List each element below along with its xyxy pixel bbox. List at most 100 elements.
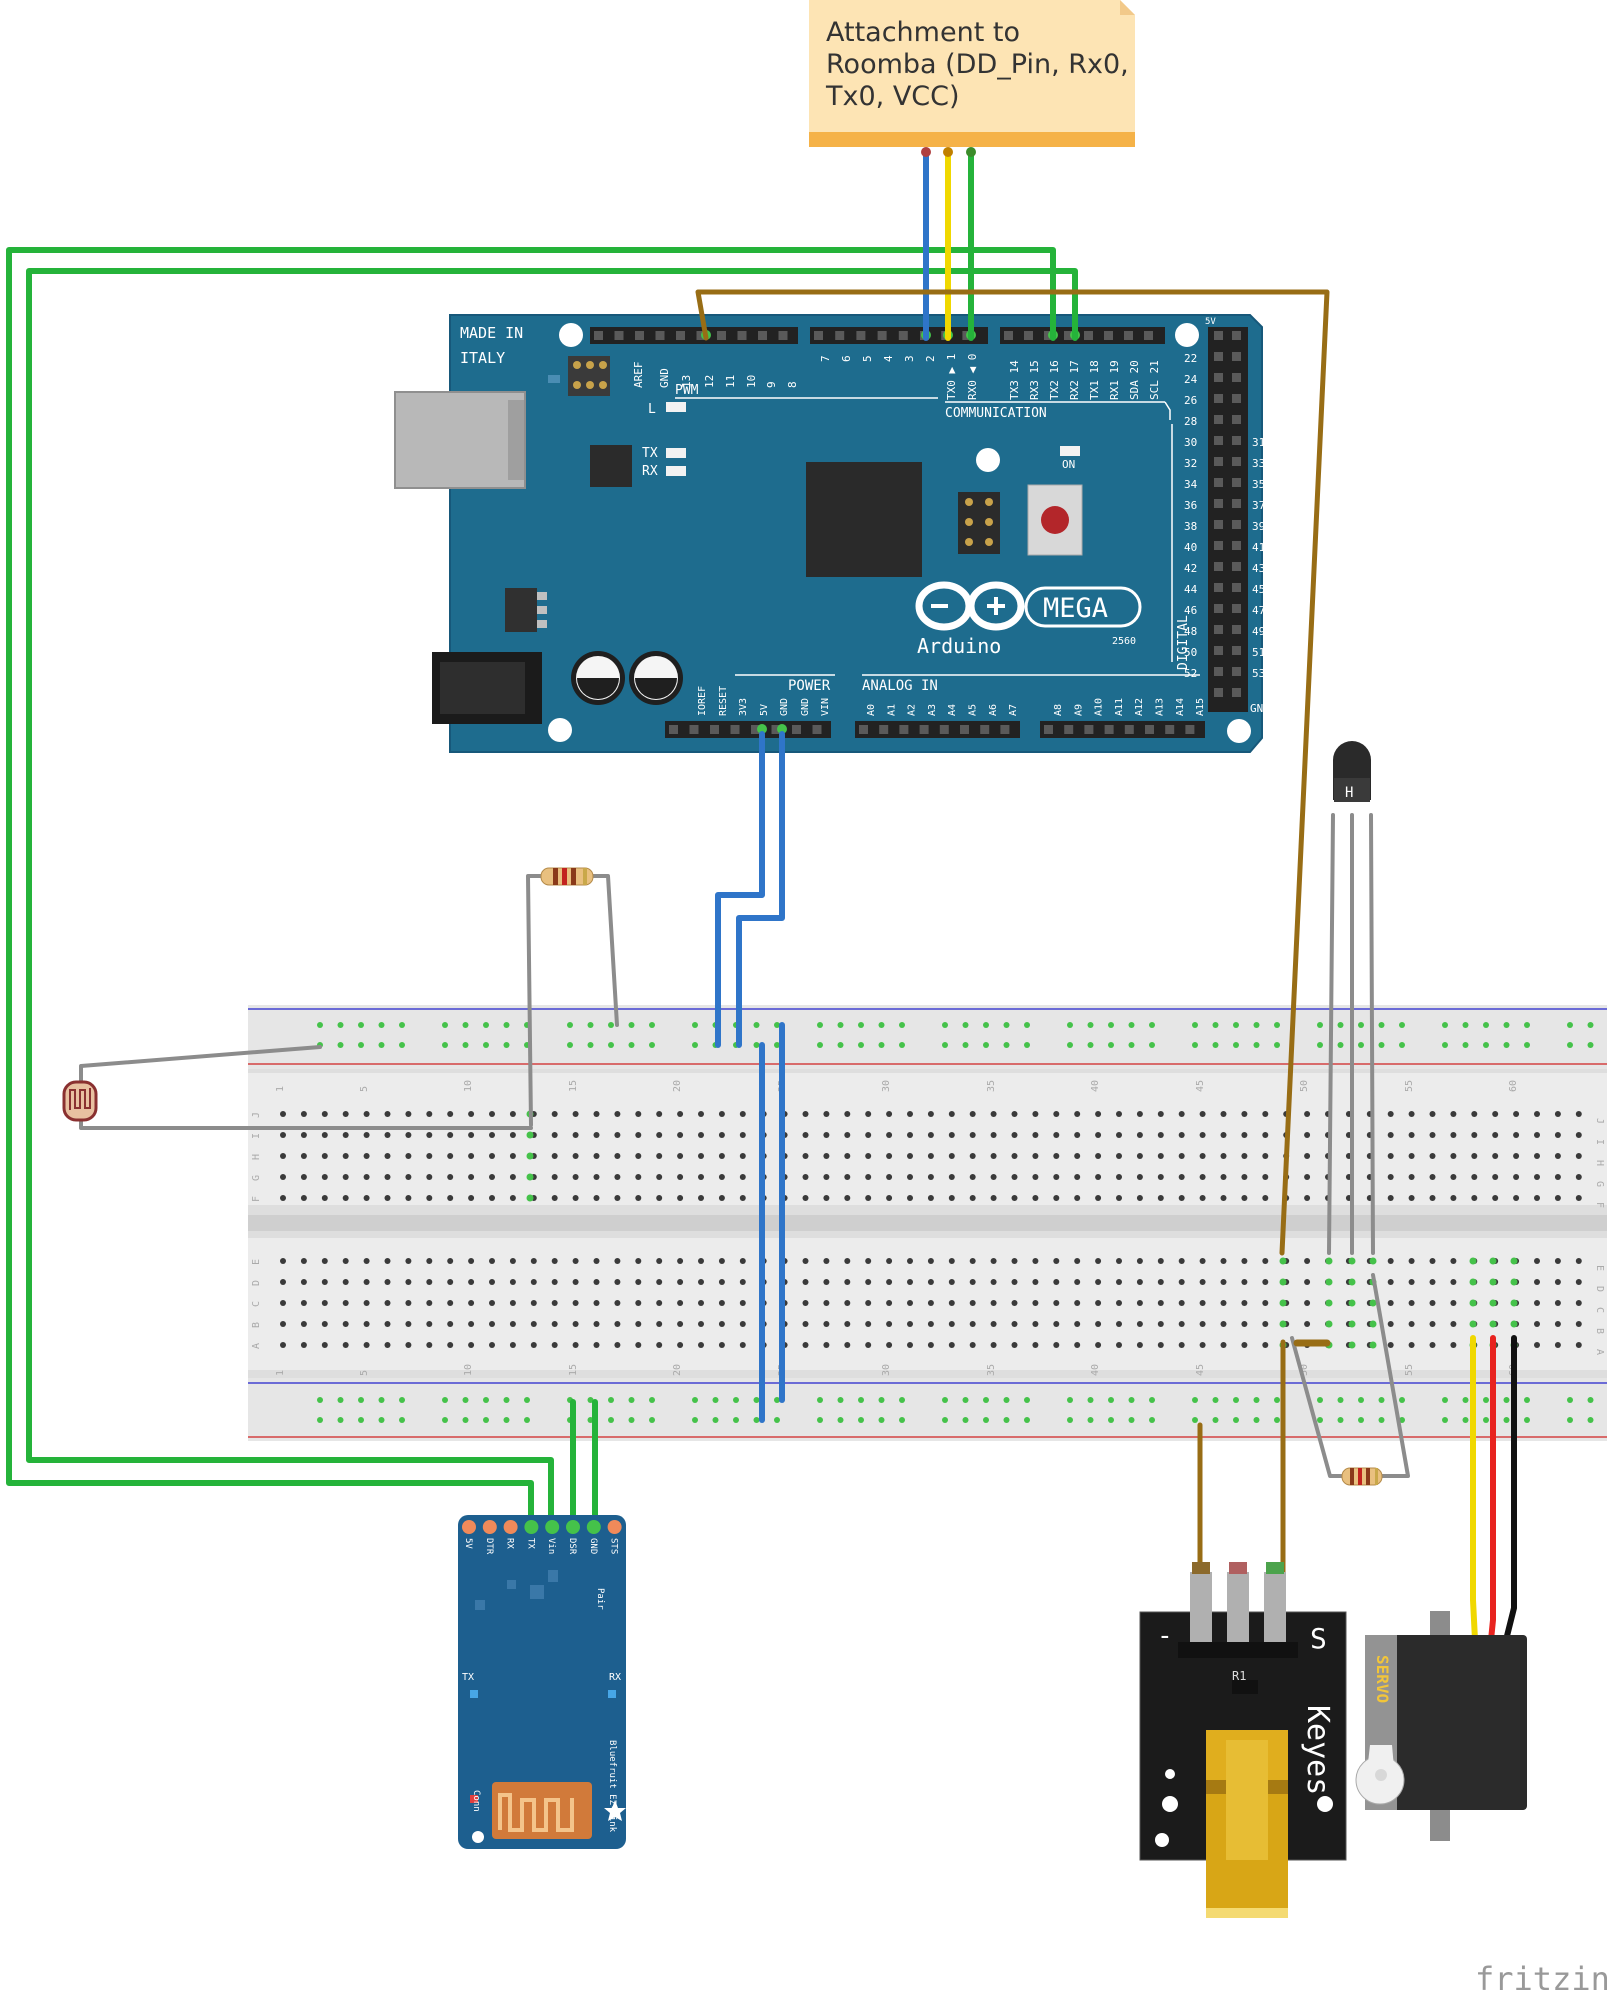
pin-label: 7 bbox=[819, 355, 832, 362]
row-letter: A bbox=[251, 1343, 262, 1349]
pin-label: RX0 ◀ 0 bbox=[966, 354, 979, 400]
pin-label: 47 bbox=[1252, 604, 1265, 617]
keyes-vibration-module: - S R1 Keyes bbox=[1139, 1562, 1347, 1918]
arduino-logo bbox=[915, 581, 1025, 631]
pin-label: 44 bbox=[1184, 583, 1198, 596]
column-number: 50 bbox=[1299, 1364, 1310, 1376]
pin-label: 42 bbox=[1184, 562, 1197, 575]
column-number: 1 bbox=[275, 1086, 286, 1092]
column-number: 50 bbox=[1299, 1080, 1310, 1092]
fritzing-brand: fritzing bbox=[1475, 1960, 1607, 1998]
servo-label: SERVO bbox=[1373, 1655, 1392, 1703]
bt-pin-label: STS bbox=[609, 1538, 619, 1554]
digital-label: DIGITAL bbox=[1176, 615, 1191, 670]
pin-label: 5 bbox=[861, 355, 874, 362]
column-number: 40 bbox=[1090, 1080, 1101, 1092]
row-letter: H bbox=[251, 1154, 262, 1160]
pin-label: 9 bbox=[765, 381, 778, 388]
row-letter: C bbox=[1594, 1307, 1605, 1313]
bt-pin-label: DTR bbox=[484, 1538, 494, 1555]
pin-label: A15 bbox=[1195, 698, 1206, 716]
pin-label: GND bbox=[779, 698, 790, 716]
bt-pin-label: RX bbox=[505, 1538, 515, 1549]
pin-label: 52 bbox=[1184, 667, 1197, 680]
bt-pin-label: TX bbox=[525, 1538, 535, 1549]
led-l-label: L bbox=[648, 402, 656, 417]
column-number: 55 bbox=[1404, 1080, 1415, 1092]
column-number: 35 bbox=[986, 1080, 997, 1092]
row-letter: J bbox=[1594, 1118, 1605, 1124]
pin-label: 49 bbox=[1252, 625, 1265, 638]
pin-label: GND bbox=[658, 368, 671, 388]
pin-label: 13 bbox=[680, 375, 693, 388]
pin-label: 2 bbox=[924, 355, 937, 362]
pin-label: 45 bbox=[1252, 583, 1265, 596]
pin-label: 30 bbox=[1184, 436, 1197, 449]
row-letter: B bbox=[251, 1322, 262, 1328]
pin-label: TX3 14 bbox=[1008, 360, 1021, 400]
resistor1-lead-right bbox=[589, 874, 619, 1027]
row-letter: E bbox=[251, 1259, 262, 1265]
pin-label: RX2 17 bbox=[1068, 360, 1081, 400]
arduino-brand-label: Arduino bbox=[917, 634, 1001, 658]
column-number: 20 bbox=[672, 1080, 683, 1092]
resistor1-lead-left bbox=[526, 874, 545, 1127]
pin-label: 3 bbox=[903, 355, 916, 362]
red-wire-servo bbox=[1488, 1335, 1496, 1643]
transistor-lead-1 bbox=[1327, 813, 1335, 1255]
pin-label: 3V3 bbox=[738, 698, 749, 716]
row-letter: F bbox=[1594, 1202, 1605, 1208]
blue-wire-5v bbox=[715, 731, 765, 1048]
pin-label: 48 bbox=[1184, 625, 1197, 638]
pin-label: RX3 15 bbox=[1028, 360, 1041, 400]
pin-label: AREF bbox=[632, 362, 645, 389]
breadboard: 1155101015152020252530303535404045455050… bbox=[248, 1005, 1607, 1441]
pin-label: TX2 16 bbox=[1048, 360, 1061, 400]
wire-endpoints bbox=[921, 147, 976, 157]
pin-label: A12 bbox=[1134, 698, 1145, 716]
column-number: 30 bbox=[881, 1080, 892, 1092]
column-number: 55 bbox=[1404, 1364, 1415, 1376]
bt-tx-label: TX bbox=[462, 1672, 474, 1683]
pin-label: 53 bbox=[1252, 667, 1265, 680]
pin-label: SCL 21 bbox=[1148, 360, 1161, 400]
row-letter: H bbox=[1594, 1160, 1605, 1166]
made-in-label: MADE IN bbox=[460, 324, 523, 342]
pin-label: 50 bbox=[1184, 646, 1197, 659]
pin-label: A0 bbox=[866, 704, 877, 716]
pin-label: A8 bbox=[1053, 704, 1064, 716]
pin-label: A1 bbox=[886, 704, 897, 716]
column-number: 15 bbox=[568, 1364, 579, 1376]
column-number: 45 bbox=[1195, 1080, 1206, 1092]
pin-label: 24 bbox=[1184, 373, 1198, 386]
pin-label: 38 bbox=[1184, 520, 1197, 533]
pin-label: 11 bbox=[724, 375, 737, 388]
bt-name-label: Bluefruit EZ-Link bbox=[607, 1740, 617, 1833]
pin-label: 10 bbox=[745, 375, 758, 388]
column-number: 10 bbox=[463, 1364, 474, 1376]
model-label: 2560 bbox=[1112, 636, 1136, 647]
row-letter: D bbox=[1594, 1286, 1605, 1292]
pin-label: 41 bbox=[1252, 541, 1265, 554]
row-letter: I bbox=[1594, 1139, 1605, 1145]
photoresistor bbox=[62, 1080, 98, 1122]
pin-label: RX1 19 bbox=[1108, 360, 1121, 400]
pin-label: 46 bbox=[1184, 604, 1197, 617]
row-letter: F bbox=[251, 1196, 262, 1202]
pin-label: RESET bbox=[718, 686, 729, 716]
column-number: 40 bbox=[1090, 1364, 1101, 1376]
power-label: POWER bbox=[788, 678, 831, 694]
pin-label: 37 bbox=[1252, 499, 1265, 512]
pin-label: A6 bbox=[988, 704, 999, 716]
pin-label: 6 bbox=[840, 355, 853, 362]
pin-label: A4 bbox=[947, 704, 958, 716]
pin-label: IOREF bbox=[697, 686, 708, 716]
row-letter: A bbox=[1594, 1349, 1605, 1355]
transistor-lead-3 bbox=[1369, 813, 1375, 1255]
pin-label: A14 bbox=[1175, 698, 1186, 716]
pin-label: A5 bbox=[968, 704, 979, 716]
pin-label: SDA 20 bbox=[1128, 360, 1141, 400]
keyes-minus-label: - bbox=[1157, 1621, 1173, 1651]
